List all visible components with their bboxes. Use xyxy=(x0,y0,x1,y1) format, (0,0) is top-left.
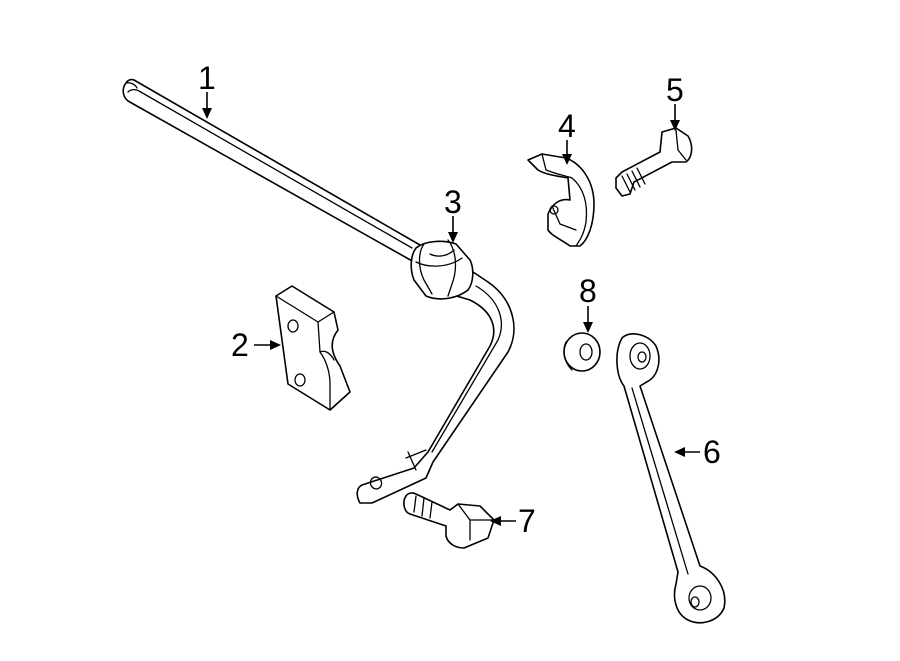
callout-6-arrow xyxy=(674,447,685,457)
callout-8-arrow xyxy=(583,322,593,333)
bolt-5 xyxy=(615,127,693,197)
bushing-clamp xyxy=(527,153,595,247)
callout-2-label: 2 xyxy=(231,327,249,363)
callout-1-label: 1 xyxy=(198,60,216,96)
callout-3: 3 xyxy=(444,184,462,243)
callout-7: 7 xyxy=(490,503,536,539)
callout-1-arrow xyxy=(202,108,212,119)
callout-7-label: 7 xyxy=(518,503,536,539)
callout-3-label: 3 xyxy=(444,184,462,220)
callout-8: 8 xyxy=(579,273,597,333)
stabilizer-link xyxy=(616,333,726,624)
callout-1: 1 xyxy=(198,60,216,119)
callout-4-arrow xyxy=(562,154,572,165)
bolt-7 xyxy=(403,492,495,549)
callout-5-label: 5 xyxy=(666,72,684,108)
callout-6-label: 6 xyxy=(703,434,721,470)
callout-2-arrow xyxy=(270,340,281,350)
callout-8-label: 8 xyxy=(579,273,597,309)
spacer-nut xyxy=(563,332,601,372)
callout-3-arrow xyxy=(448,232,458,243)
callout-6: 6 xyxy=(674,434,721,470)
callout-4-label: 4 xyxy=(558,108,576,144)
bar-bushing xyxy=(410,239,474,300)
callout-7-arrow xyxy=(490,516,501,526)
callout-2: 2 xyxy=(231,327,281,363)
callout-4: 4 xyxy=(558,108,576,165)
stabilizer-bar xyxy=(122,78,515,504)
callout-5: 5 xyxy=(666,72,684,131)
bushing-block xyxy=(275,285,351,411)
callout-5-arrow xyxy=(670,120,680,131)
